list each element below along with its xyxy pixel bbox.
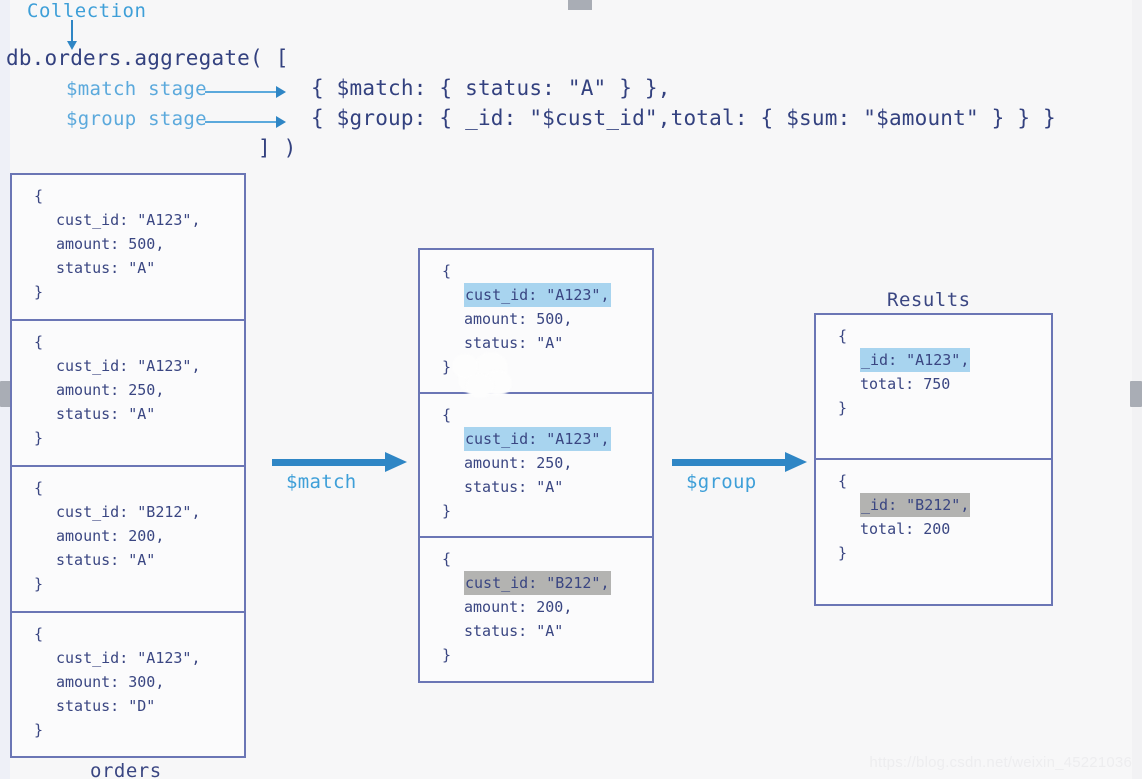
document-open-brace: { <box>442 406 452 424</box>
document-item: { cust_id: "A123", amount: 300, status: "D"… <box>12 613 244 759</box>
document-field: amount: 250, <box>56 381 165 399</box>
document-open-brace: { <box>442 262 452 280</box>
document-field: amount: 200, <box>56 527 165 545</box>
group-flow-shaft <box>672 459 785 466</box>
group-stage-code: { $group: { _id: "$cust_id",total: { $su… <box>311 106 1056 130</box>
aggregate-close-code: ] ) <box>258 136 297 160</box>
document-field: cust_id: "B212", <box>56 503 201 521</box>
document-item: { cust_id: "B212", amount: 200, status: "A"… <box>12 467 244 613</box>
document-close-brace: } <box>34 721 44 739</box>
document-open-brace: { <box>838 327 848 345</box>
document-field: status: "A" <box>464 622 564 640</box>
document-field-highlighted: _id: "B212", <box>860 493 971 517</box>
right-scroll-thumb[interactable] <box>1130 381 1142 407</box>
collection-name-label: orders <box>90 760 162 779</box>
document-open-brace: { <box>442 550 452 568</box>
document-field: status: "A" <box>56 551 156 569</box>
collection-label: Collection <box>27 0 147 22</box>
document-close-brace: } <box>838 399 848 417</box>
document-field: amount: 500, <box>464 310 573 328</box>
document-item: { cust_id: "A123", amount: 500, status: "A"… <box>12 175 244 321</box>
watermark-text: https://blog.csdn.net/weixin_45221036 <box>869 754 1132 771</box>
document-close-brace: } <box>838 544 848 562</box>
document-field: total: 200 <box>860 520 951 538</box>
document-field-highlighted: cust_id: "B212", <box>464 571 611 595</box>
match-output-documents-box: { cust_id: "A123", amount: 500, status: "A"… <box>418 248 654 683</box>
document-field: amount: 500, <box>56 235 165 253</box>
document-open-brace: { <box>838 472 848 490</box>
document-field-highlighted: _id: "A123", <box>860 348 971 372</box>
document-field: amount: 250, <box>464 454 573 472</box>
match-stage-arrow-icon <box>205 86 286 98</box>
document-field: amount: 200, <box>464 598 573 616</box>
aggregate-call-text: db.orders.aggregate( [ <box>6 46 289 70</box>
collection-pointer-arrow-icon <box>67 20 77 50</box>
document-field: cust_id: "A123", <box>56 649 201 667</box>
document-field: status: "D" <box>56 697 156 715</box>
document-item: { _id: "B212", total: 200} <box>816 460 1051 605</box>
group-stage-arrow-icon <box>205 116 286 128</box>
document-close-brace: } <box>442 502 452 520</box>
document-close-brace: } <box>34 575 44 593</box>
document-item: { cust_id: "A123", amount: 500, status: "A"… <box>420 250 652 394</box>
top-scroll-thumb[interactable] <box>568 0 592 10</box>
collection-documents-box: { cust_id: "A123", amount: 500, status: "A"… <box>10 173 246 758</box>
document-field-highlighted: cust_id: "A123", <box>464 427 611 451</box>
document-item: { cust_id: "B212", amount: 200, status: "A"… <box>420 538 652 682</box>
document-item: { cust_id: "A123", amount: 250, status: "A"… <box>12 321 244 467</box>
document-close-brace: } <box>34 283 44 301</box>
document-open-brace: { <box>34 479 44 497</box>
document-open-brace: { <box>34 333 44 351</box>
document-close-brace: } <box>442 358 452 376</box>
document-close-brace: } <box>442 646 452 664</box>
group-flow-arrowhead-icon <box>785 452 807 472</box>
left-scroll-thumb[interactable] <box>0 381 12 407</box>
document-field: amount: 300, <box>56 673 165 691</box>
document-field: status: "A" <box>56 259 156 277</box>
results-title-label: Results <box>887 289 971 311</box>
document-field: total: 750 <box>860 375 951 393</box>
document-field: cust_id: "A123", <box>56 211 201 229</box>
group-stage-label: $group stage <box>66 108 207 130</box>
document-open-brace: { <box>34 187 44 205</box>
match-flow-shaft <box>272 459 385 466</box>
match-flow-label: $match <box>286 471 357 493</box>
document-item: { _id: "A123", total: 750} <box>816 315 1051 460</box>
match-stage-label: $match stage <box>66 78 207 100</box>
match-flow-arrowhead-icon <box>385 452 407 472</box>
document-item: { cust_id: "A123", amount: 250, status: "A"… <box>420 394 652 538</box>
document-open-brace: { <box>34 625 44 643</box>
document-close-brace: } <box>34 429 44 447</box>
match-stage-code: { $match: { status: "A" } }, <box>311 76 671 100</box>
group-flow-label: $group <box>686 471 757 493</box>
document-field: cust_id: "A123", <box>56 357 201 375</box>
document-field: status: "A" <box>464 334 564 352</box>
results-documents-box: { _id: "A123", total: 750} { _id: "B212", tot… <box>814 313 1053 606</box>
document-field: status: "A" <box>56 405 156 423</box>
document-field-highlighted: cust_id: "A123", <box>464 283 611 307</box>
document-field: status: "A" <box>464 478 564 496</box>
